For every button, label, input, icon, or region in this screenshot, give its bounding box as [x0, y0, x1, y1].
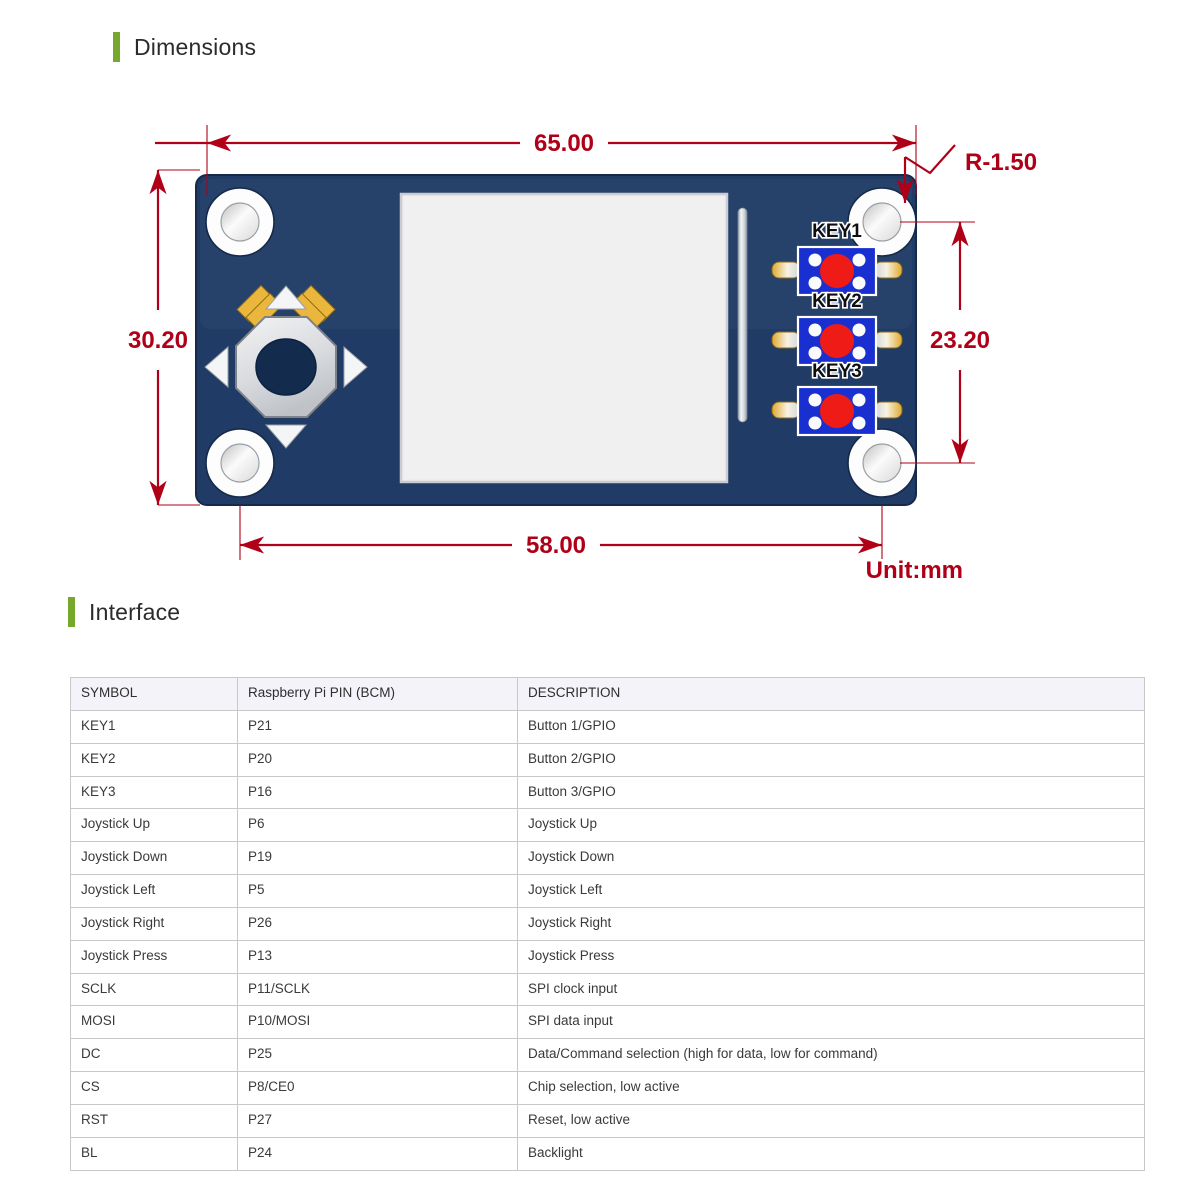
- table-cell-symbol: Joystick Right: [70, 906, 238, 941]
- table-header-description: DESCRIPTION: [517, 677, 1145, 711]
- table-cell-description: Joystick Up: [517, 808, 1145, 843]
- dimension-label-bottom-width: 58.00: [526, 532, 586, 559]
- dimension-drawing: KEY1 KEY2: [0, 95, 1200, 595]
- table-cell-pin: P11/SCLK: [237, 972, 518, 1007]
- table-cell-symbol: RST: [70, 1103, 238, 1138]
- mounting-holes: [205, 187, 917, 498]
- table-header-symbol: SYMBOL: [70, 677, 238, 711]
- dimension-label-left-height: 30.20: [128, 327, 188, 354]
- table-cell-symbol: Joystick Left: [70, 874, 238, 908]
- table-cell-symbol: Joystick Press: [70, 939, 238, 974]
- mounting-hole-bottom-left: [205, 428, 275, 498]
- table-cell-symbol: KEY1: [70, 709, 238, 744]
- table-cell-description: Data/Command selection (high for data, l…: [517, 1038, 1145, 1073]
- table-cell-pin: P5: [237, 874, 518, 908]
- table-cell-description: Button 3/GPIO: [517, 775, 1145, 810]
- table-cell-symbol: DC: [70, 1038, 238, 1073]
- interface-table-wrapper: SYMBOL Raspberry Pi PIN (BCM) DESCRIPTIO…: [70, 677, 1145, 1171]
- tact-button-key2-label: KEY2: [812, 291, 862, 312]
- dimension-annotations: [149, 125, 975, 560]
- table-cell-pin: P26: [237, 906, 518, 941]
- joystick-direction-arrows: [204, 285, 368, 449]
- page-title-interface: Interface: [89, 598, 181, 625]
- table-cell-description: Joystick Left: [517, 874, 1145, 908]
- table-cell-description: Reset, low active: [517, 1103, 1145, 1138]
- table-cell-pin: P10/MOSI: [237, 1005, 518, 1040]
- table-cell-pin: P8/CE0: [237, 1071, 518, 1105]
- table-cell-symbol: Joystick Up: [70, 808, 238, 843]
- table-cell-description: SPI data input: [517, 1005, 1145, 1040]
- table-cell-symbol: SCLK: [70, 972, 238, 1007]
- table-cell-pin: P19: [237, 841, 518, 876]
- dimension-label-top-width: 65.00: [534, 130, 594, 157]
- table-cell-symbol: BL: [70, 1136, 238, 1171]
- table-cell-description: SPI clock input: [517, 972, 1145, 1007]
- table-header-row: SYMBOL Raspberry Pi PIN (BCM) DESCRIPTIO…: [70, 677, 1145, 711]
- unit-label: Unit:mm: [866, 557, 963, 584]
- section-heading-interface: Interface: [68, 597, 180, 627]
- tact-button-key3-label: KEY3: [812, 361, 862, 382]
- page-title-dimensions: Dimensions: [134, 33, 257, 60]
- lcd-screen: [399, 192, 729, 484]
- table-cell-description: Button 2/GPIO: [517, 742, 1145, 777]
- tact-button-key1-label: KEY1: [812, 221, 862, 242]
- table-cell-pin: P6: [237, 808, 518, 843]
- table-cell-symbol: MOSI: [70, 1005, 238, 1040]
- table-cell-symbol: Joystick Down: [70, 841, 238, 876]
- table-header-pin: Raspberry Pi PIN (BCM): [237, 677, 518, 711]
- heading-accent-bar: [68, 597, 75, 627]
- joystick-arrow-up: [264, 285, 308, 310]
- table-cell-pin: P25: [237, 1038, 518, 1073]
- mounting-hole-top-left: [205, 187, 275, 257]
- table-cell-description: Button 1/GPIO: [517, 709, 1145, 744]
- table-cell-pin: P27: [237, 1103, 518, 1138]
- table-cell-description: Backlight: [517, 1136, 1145, 1171]
- table-cell-description: Joystick Press: [517, 939, 1145, 974]
- table-cell-description: Chip selection, low active: [517, 1071, 1145, 1105]
- dimension-label-corner-radius: R-1.50: [965, 149, 1037, 176]
- dimension-label-right-height: 23.20: [930, 327, 990, 354]
- table-cell-symbol: KEY3: [70, 775, 238, 810]
- table-cell-description: Joystick Right: [517, 906, 1145, 941]
- tact-button-key1: KEY1: [771, 219, 903, 297]
- table-cell-pin: P13: [237, 939, 518, 974]
- lcd-flex-strip: [737, 207, 748, 423]
- table-cell-symbol: KEY2: [70, 742, 238, 777]
- mounting-hole-bottom-right: [847, 428, 917, 498]
- heading-accent-bar: [113, 32, 120, 62]
- table-cell-pin: P16: [237, 775, 518, 810]
- table-cell-symbol: CS: [70, 1071, 238, 1105]
- tact-button-key3: KEY3: [771, 359, 903, 437]
- tact-button-key2: KEY2: [771, 289, 903, 367]
- section-heading-dimensions: Dimensions: [113, 32, 256, 62]
- table-cell-pin: P24: [237, 1136, 518, 1171]
- joystick-arrow-down: [264, 424, 308, 449]
- joystick-arrow-right: [343, 345, 368, 389]
- interface-table: SYMBOL Raspberry Pi PIN (BCM) DESCRIPTIO…: [70, 677, 1145, 1171]
- table-cell-pin: P21: [237, 709, 518, 744]
- table-cell-description: Joystick Down: [517, 841, 1145, 876]
- joystick-cap: [255, 338, 317, 396]
- joystick-arrow-left: [204, 345, 229, 389]
- table-cell-pin: P20: [237, 742, 518, 777]
- joystick: [204, 284, 368, 449]
